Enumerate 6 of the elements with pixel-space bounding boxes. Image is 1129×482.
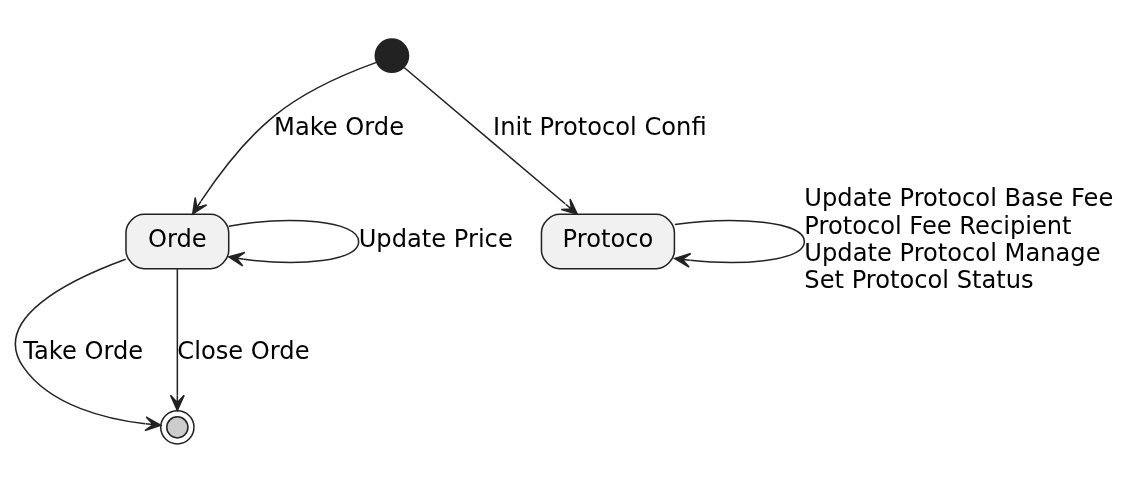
edge-label: Update Price xyxy=(358,224,513,253)
edge-label: Update Protocol Base Fee Protocol Fee Recipient Update Protocol Manage Set Protocol Status xyxy=(804,183,1114,294)
edge-label: Close Orde xyxy=(177,336,310,365)
edge-label: Take Orde xyxy=(23,336,144,365)
edge-label: Make Orde xyxy=(274,112,405,141)
edge-label: Init Protocol Confi xyxy=(493,112,707,141)
